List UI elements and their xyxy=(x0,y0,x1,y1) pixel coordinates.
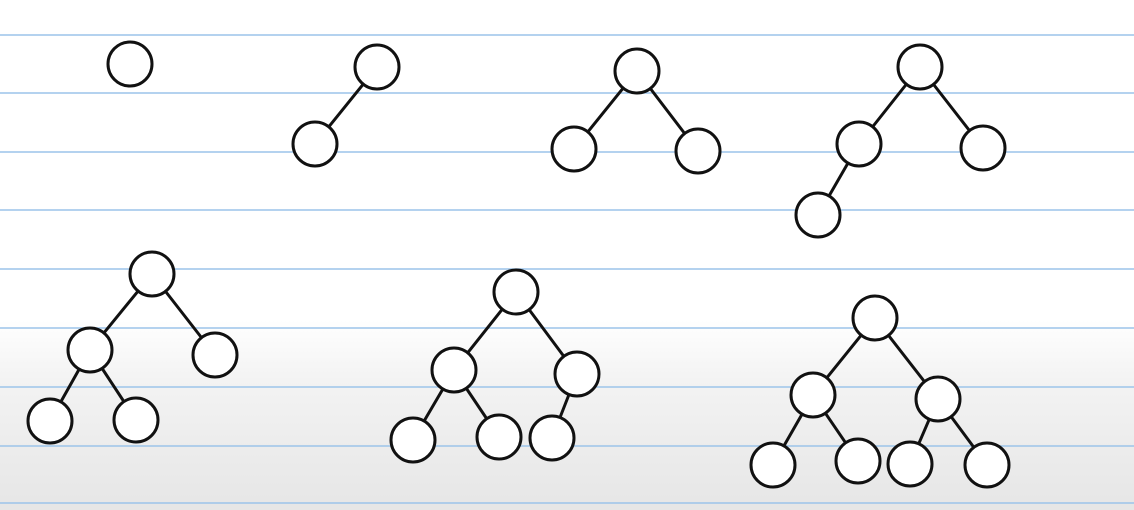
tree-edge xyxy=(527,308,566,358)
tree-3-nodes xyxy=(550,47,722,175)
tree-node xyxy=(389,416,437,464)
tree-node xyxy=(191,331,239,379)
tree-node xyxy=(353,43,401,91)
tree-edge xyxy=(825,333,863,380)
tree-2-nodes xyxy=(291,43,401,168)
tree-node xyxy=(834,437,882,485)
tree-node xyxy=(851,294,899,342)
tree-node xyxy=(528,414,576,462)
tree-node xyxy=(835,120,883,168)
tree-edge xyxy=(949,415,976,449)
tree-edge xyxy=(466,307,504,355)
tree-edge xyxy=(586,86,625,134)
tree-edge xyxy=(327,82,365,129)
tree-edge xyxy=(164,289,203,340)
tree-node xyxy=(896,43,944,91)
tree-edge xyxy=(887,333,926,384)
tree-4-nodes xyxy=(794,43,1007,239)
tree-7-nodes xyxy=(749,294,1011,489)
tree-edge xyxy=(871,82,908,129)
trees-group xyxy=(26,40,1011,489)
tree-edge xyxy=(102,289,140,335)
tree-node xyxy=(959,124,1007,172)
tree-node xyxy=(492,268,540,316)
tree-node xyxy=(886,440,934,488)
tree-node xyxy=(66,326,114,374)
tree-node xyxy=(914,375,962,423)
tree-edge xyxy=(100,366,126,404)
tree-edge xyxy=(558,392,571,420)
tree-edge xyxy=(932,82,971,133)
tree-node xyxy=(106,40,154,88)
tree-node xyxy=(550,125,598,173)
tree-edge xyxy=(464,386,489,421)
tree-node xyxy=(613,47,661,95)
tree-edge xyxy=(917,417,931,446)
tree-node xyxy=(128,250,176,298)
tree-edge xyxy=(648,86,687,136)
tree-edge xyxy=(59,367,81,404)
tree-edge xyxy=(422,387,445,423)
tree-5-nodes xyxy=(26,250,239,445)
tree-edge xyxy=(827,161,850,198)
tree-node xyxy=(789,371,837,419)
tree-6-nodes xyxy=(389,268,601,464)
ruled-lines xyxy=(0,34,1134,504)
tree-node xyxy=(112,396,160,444)
tree-node xyxy=(430,346,478,394)
tree-1-node xyxy=(106,40,154,88)
tree-node xyxy=(553,350,601,398)
tree-node xyxy=(475,413,523,461)
tree-edge xyxy=(823,411,848,445)
tree-node xyxy=(749,441,797,489)
tree-node xyxy=(674,127,722,175)
tree-node xyxy=(26,397,74,445)
tree-node xyxy=(291,120,339,168)
tree-node xyxy=(794,191,842,239)
tree-edge xyxy=(782,412,804,448)
tree-node xyxy=(963,441,1011,489)
